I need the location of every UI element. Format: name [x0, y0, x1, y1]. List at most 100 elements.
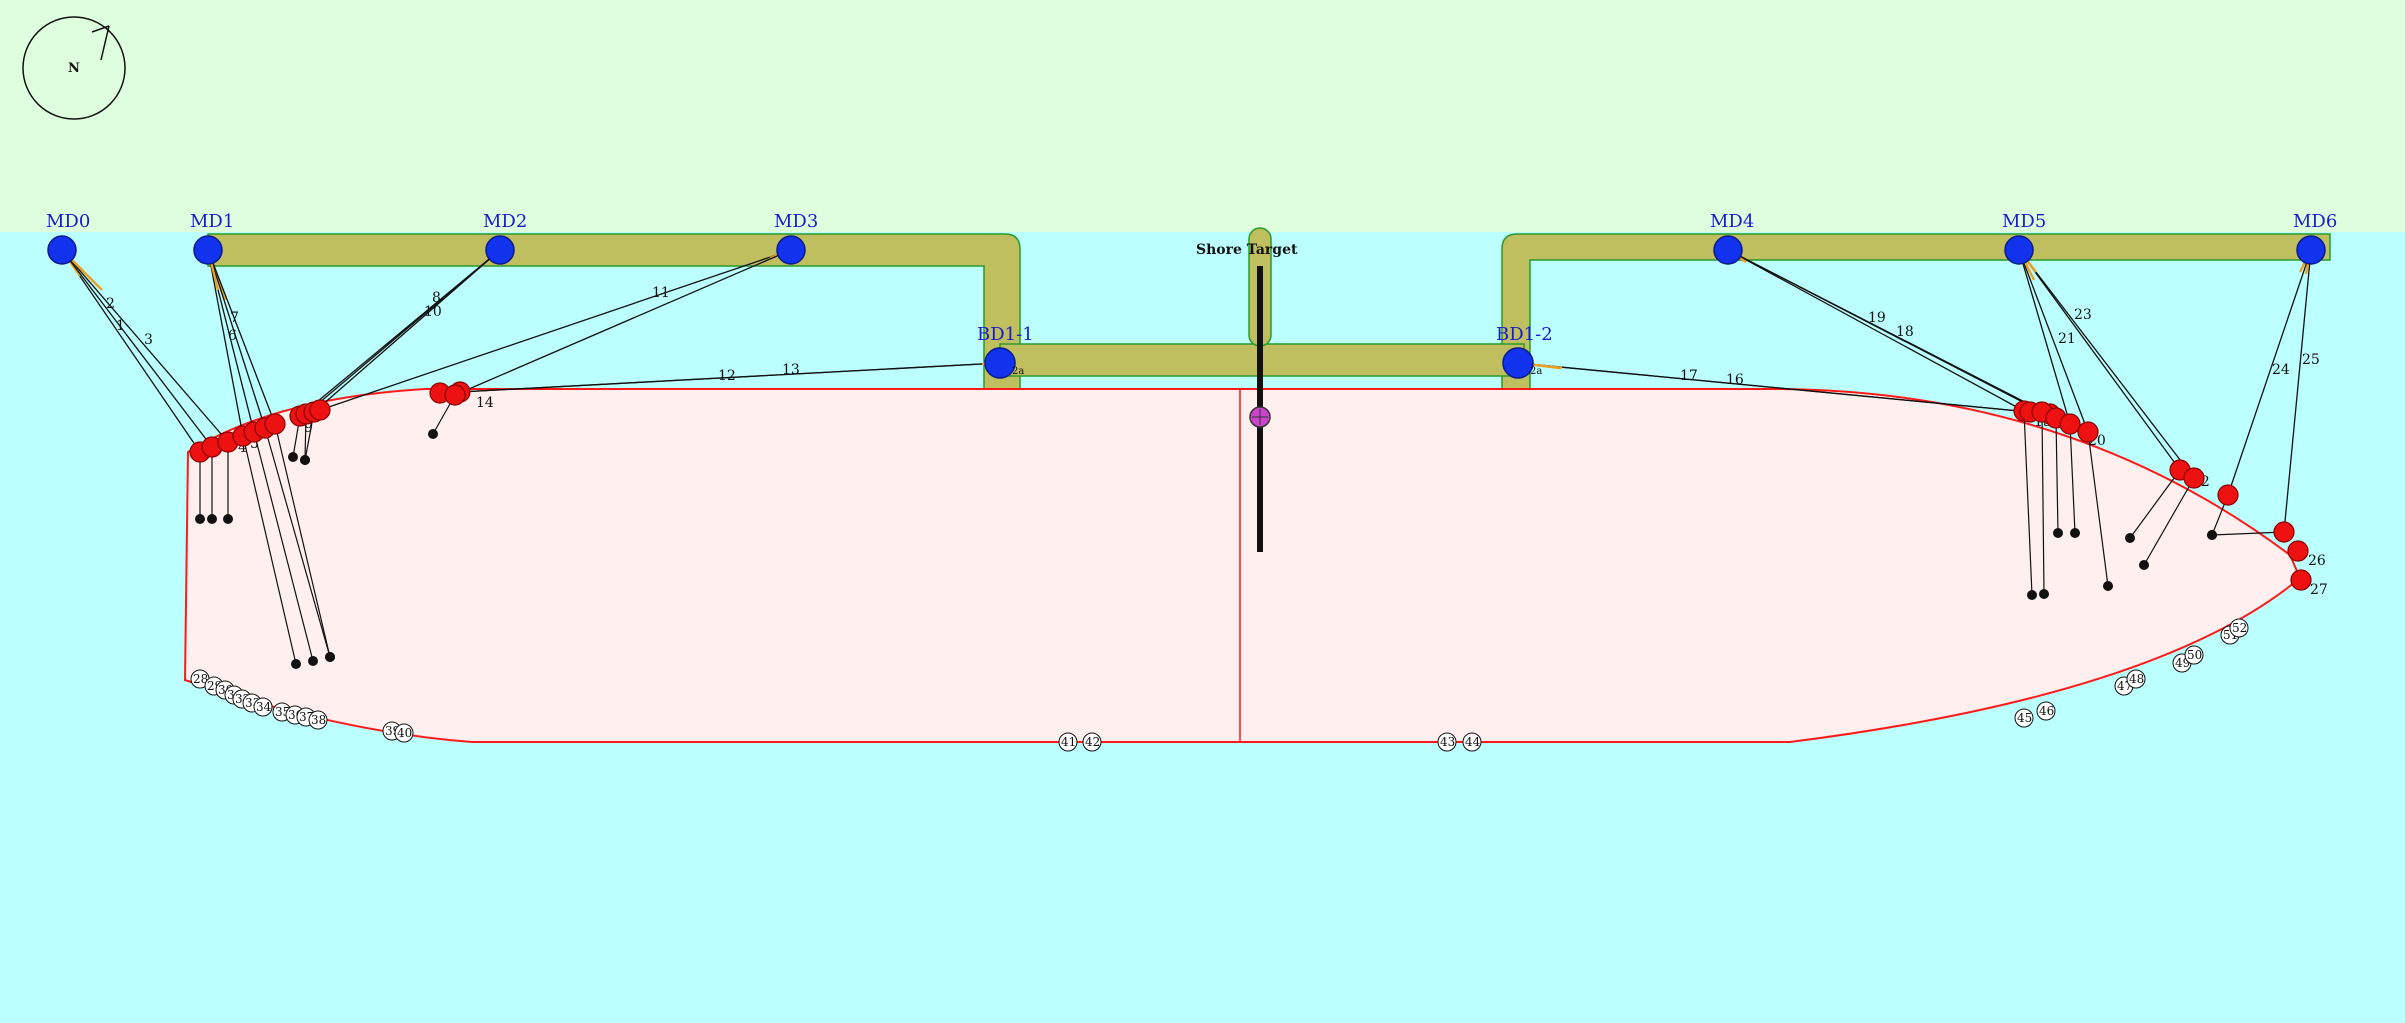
fender-point-label: 46: [2039, 704, 2054, 718]
winch-lead: [2087, 431, 2109, 587]
winch-lead: [264, 427, 331, 658]
winch-icon[interactable]: [2070, 528, 2080, 538]
mooring-line[interactable]: [61, 249, 201, 453]
walkway-upper-left: [207, 233, 1021, 391]
compass-needle: [100, 25, 110, 61]
mooring-line[interactable]: [454, 249, 792, 396]
winch-icon[interactable]: [207, 514, 217, 524]
fairlead-icon[interactable]: [2287, 540, 2309, 562]
dolphin-md5[interactable]: MD5: [2002, 211, 2046, 265]
dolphin-label: MD2: [483, 211, 527, 232]
mooring-line[interactable]: [207, 249, 266, 429]
dolphin-md1-icon: [193, 235, 223, 265]
fender-point-label: 52: [2232, 621, 2247, 635]
winch-lead: [2211, 531, 2285, 536]
mooring-line[interactable]: [61, 249, 229, 443]
mooring-line-label: 2: [106, 296, 115, 312]
dolphin-bd1-2[interactable]: BD1-2 2a: [1496, 324, 1553, 379]
mooring-line[interactable]: [2018, 249, 2071, 425]
mooring-line-label: 17: [1680, 368, 1698, 384]
fender-point-icon[interactable]: [2184, 645, 2204, 665]
fender-point-icon[interactable]: [2229, 618, 2249, 638]
mooring-line[interactable]: [2283, 249, 2312, 533]
dolphin-md2[interactable]: MD2: [483, 211, 527, 265]
mooring-line-label: 21: [2058, 331, 2076, 347]
fairlead-icon[interactable]: [264, 413, 286, 435]
dolphin-label: MD3: [774, 211, 818, 232]
mooring-line-label: 7: [230, 310, 239, 326]
mooring-line-label: 25: [2302, 352, 2320, 368]
dolphin-md3-icon: [776, 235, 806, 265]
compass-needle-head: [91, 25, 110, 33]
shore-land-area: [0, 0, 2405, 232]
fairlead-icon[interactable]: [2217, 484, 2239, 506]
winch-icon[interactable]: [325, 652, 335, 662]
winch-icon[interactable]: [288, 452, 298, 462]
fender-point-icon[interactable]: [2126, 669, 2146, 689]
winch-icon[interactable]: [2103, 581, 2113, 591]
fender-point-label: 48: [2129, 672, 2144, 686]
mooring-line[interactable]: [2018, 249, 2181, 471]
winch-icon[interactable]: [308, 656, 318, 666]
dolphin-md0[interactable]: MD0: [46, 211, 90, 265]
dolphin-md4[interactable]: MD4: [1710, 211, 1754, 265]
dolphin-md1[interactable]: MD1: [190, 211, 234, 265]
fender-point-icon[interactable]: [2014, 708, 2034, 728]
winch-icon[interactable]: [2039, 589, 2049, 599]
winch-icon[interactable]: [428, 429, 438, 439]
dolphins: MD0 MD1 MD2 MD3 BD1-1 2a BD1-2 2a MD4: [46, 211, 2337, 379]
mooring-line[interactable]: [207, 249, 276, 425]
mooring-line[interactable]: [459, 362, 1001, 393]
vessel-hull: [183, 388, 2302, 743]
fairlead-icon[interactable]: [309, 399, 331, 421]
fairlead-icon[interactable]: [2273, 521, 2295, 543]
dolphin-bd1-1[interactable]: BD1-1 2a: [977, 324, 1034, 379]
winch-icon[interactable]: [2053, 528, 2063, 538]
winches: [195, 429, 2217, 669]
winch-icon[interactable]: [2027, 590, 2037, 600]
winch-icon[interactable]: [223, 514, 233, 524]
fender-point-label: 50: [2187, 648, 2202, 662]
dolphin-md5-icon: [2004, 235, 2034, 265]
fairlead-icon[interactable]: [2290, 569, 2312, 591]
mooring-line[interactable]: [1727, 249, 2025, 412]
dolphin-md6[interactable]: MD6: [2293, 211, 2337, 265]
mooring-line[interactable]: [319, 249, 792, 411]
fender-point-icon[interactable]: [1462, 732, 1482, 752]
fender-point-icon[interactable]: [253, 697, 273, 717]
fender-point-icon[interactable]: [394, 723, 414, 743]
dolphin-label: MD6: [2293, 211, 2337, 232]
mooring-line[interactable]: [61, 249, 213, 448]
mooring-line[interactable]: [1727, 249, 2057, 419]
fender-point-icon[interactable]: [1082, 732, 1102, 752]
mooring-line[interactable]: [2018, 249, 2089, 433]
winch-icon[interactable]: [300, 455, 310, 465]
mooring-line[interactable]: [1517, 362, 2031, 413]
mooring-line-label: 18: [1896, 324, 1914, 340]
fender-point-icon[interactable]: [1437, 732, 1457, 752]
fender-point-label: 45: [2017, 711, 2032, 725]
mooring-line[interactable]: [207, 249, 244, 437]
fender-point-icon[interactable]: [308, 710, 328, 730]
fender-point-icon[interactable]: [1058, 732, 1078, 752]
fairlead-icon[interactable]: [444, 384, 466, 406]
winch-lead: [2069, 423, 2076, 534]
winch-icon[interactable]: [2139, 560, 2149, 570]
dolphin-md6-icon: [2296, 235, 2326, 265]
fender-point-label: 41: [1061, 735, 1076, 749]
fairlead-icon[interactable]: [2059, 413, 2081, 435]
winch-icon[interactable]: [2207, 530, 2217, 540]
mooring-line[interactable]: [2227, 249, 2312, 496]
fender-point-label: 44: [1465, 735, 1481, 749]
mooring-line-label: 10: [424, 304, 442, 320]
fender-point-icon[interactable]: [2036, 701, 2056, 721]
winch-icon[interactable]: [2125, 533, 2135, 543]
winch-icon[interactable]: [291, 659, 301, 669]
fairlead-icon[interactable]: [2077, 421, 2099, 443]
dolphin-md3[interactable]: MD3: [774, 211, 818, 265]
mooring-line[interactable]: [313, 249, 501, 413]
fender-points: 2829303132333435363738394041424344454647…: [190, 618, 2249, 752]
winch-icon[interactable]: [195, 514, 205, 524]
mooring-line[interactable]: [2018, 249, 2195, 479]
fairlead-icon[interactable]: [2183, 467, 2205, 489]
